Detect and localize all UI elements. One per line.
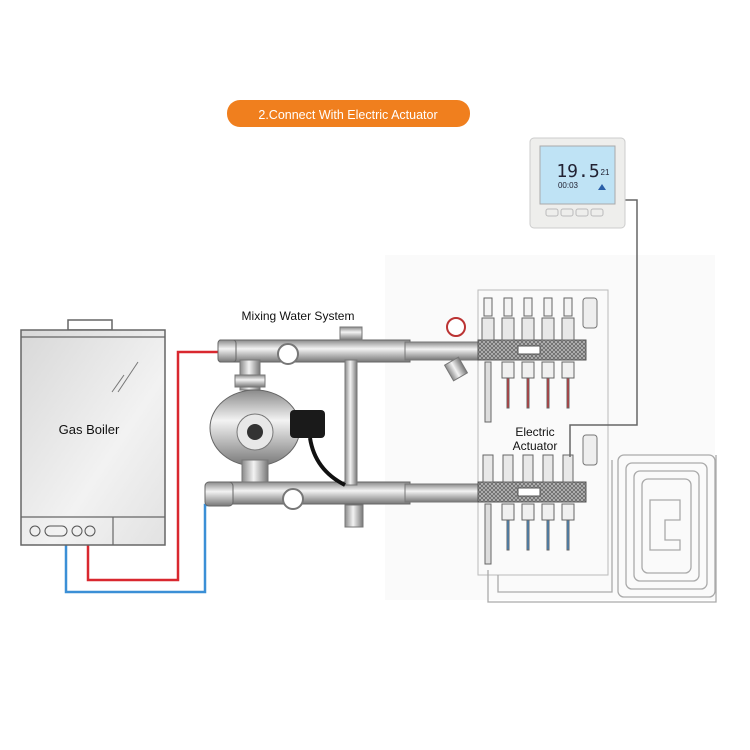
return-indicator [506,519,510,551]
thermostat: 19.5 21 00:03 [529,137,626,229]
valve-fitting [521,317,535,341]
actuator-valve [562,454,574,483]
valve-cap [339,326,363,341]
thermostat-button[interactable] [545,208,559,217]
thermostat-button[interactable] [560,208,574,217]
flow-meter [523,297,533,317]
actuator-label-line1: Electric [515,425,554,439]
outlet-fitting [561,503,575,521]
thermostat-time: 00:03 [558,181,579,190]
flow-meter [563,297,573,317]
return-indicator [546,519,550,551]
outlet-fitting [521,361,535,379]
actuator-valve [522,454,534,483]
control-wire [569,199,638,457]
flame-icon [598,184,606,190]
flow-meter [543,297,553,317]
return-indicator [526,519,530,551]
gas-boiler: Gas Boiler [20,319,166,546]
supply-indicator [546,377,550,409]
outlet-fitting [561,361,575,379]
valve-fitting [541,317,555,341]
hot-water-pipe [86,350,222,582]
floor-heating-manifold: Electric Actuator [477,289,609,576]
flow-meter [503,297,513,317]
supply-indicator [566,377,570,409]
actuator-valve [502,454,514,483]
mixing-water-system: Mixing Water System [204,309,411,528]
pressure-gauge [446,317,466,337]
thermometer-gauge [277,343,299,365]
mixing-label: Mixing Water System [242,309,355,323]
thermostat-button[interactable] [575,208,589,217]
return-indicator [566,519,570,551]
valve-fitting [481,317,495,341]
valve-fitting [561,317,575,341]
underfloor-heating-coil [487,454,717,603]
banner-text: 2.Connect With Electric Actuator [258,108,437,122]
boiler-label: Gas Boiler [59,422,120,437]
title-banner: 2.Connect With Electric Actuator [227,100,470,127]
thermostat-set-temp: 21 [601,168,610,177]
flow-meter [483,297,493,317]
outlet-fitting [541,361,555,379]
thermostat-temp: 19.5 [556,161,599,182]
thermometer-gauge [282,488,304,510]
thermostat-button[interactable] [590,208,604,217]
thermometer [484,503,492,565]
actuator-label-line2: Actuator [513,439,558,453]
outlet-fitting [521,503,535,521]
thermostat-screen [539,145,616,205]
supply-indicator [526,377,530,409]
valve-fitting [501,317,515,341]
supply-indicator [506,377,510,409]
actuator-valve [542,454,554,483]
outlet-fitting [501,361,515,379]
outlet-fitting [541,503,555,521]
circulation-pump [209,389,346,487]
thermometer [484,361,492,423]
actuator-valve [482,454,494,483]
outlet-fitting [501,503,515,521]
